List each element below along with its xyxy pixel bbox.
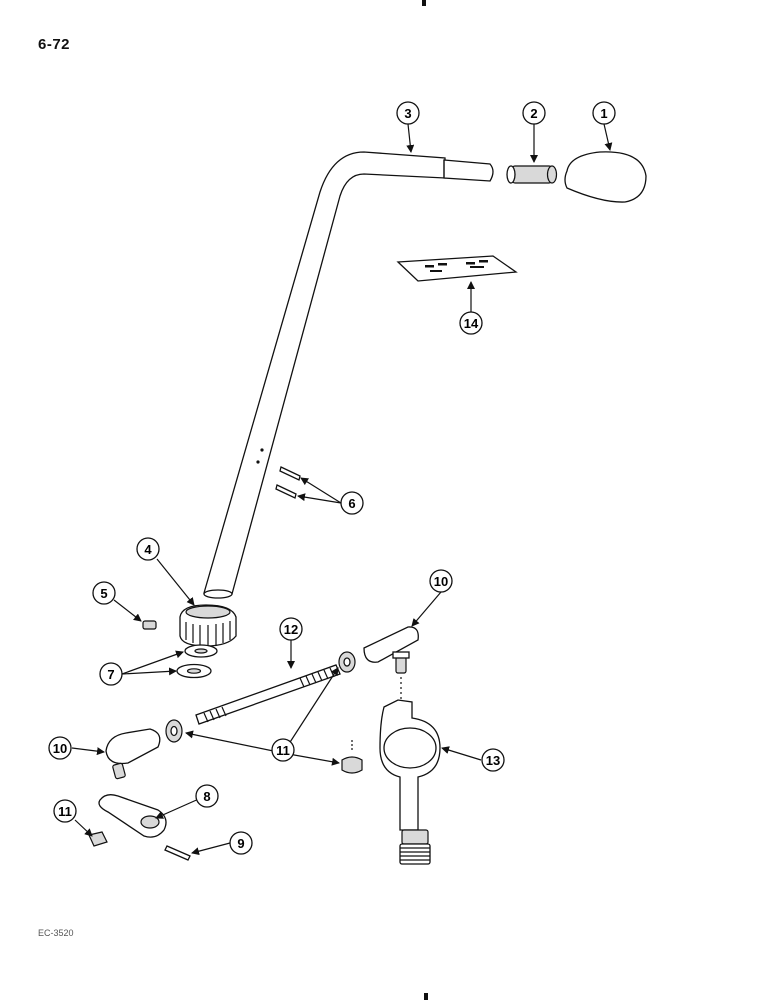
callout-9: 9 bbox=[229, 831, 253, 855]
lever-bushing bbox=[506, 165, 558, 184]
callout-5-label: 5 bbox=[100, 586, 107, 601]
callout-3: 3 bbox=[396, 101, 420, 125]
callout-6: 6 bbox=[340, 491, 364, 515]
nut-middle bbox=[341, 740, 363, 774]
washers bbox=[176, 644, 218, 679]
nut-lower bbox=[88, 831, 108, 847]
callout-1: 1 bbox=[592, 101, 616, 125]
callout-2-label: 2 bbox=[530, 106, 537, 121]
figure-code: EC-3520 bbox=[38, 928, 74, 938]
nut-left bbox=[165, 719, 183, 743]
callout-7: 7 bbox=[99, 662, 123, 686]
gear-knob bbox=[564, 151, 647, 203]
callout-1-label: 1 bbox=[600, 106, 607, 121]
callout-14-label: 14 bbox=[464, 316, 479, 331]
callout-11-lower-label: 11 bbox=[58, 804, 72, 819]
callout-2: 2 bbox=[522, 101, 546, 125]
callout-8: 8 bbox=[195, 784, 219, 808]
callout-11-center-label: 11 bbox=[276, 743, 290, 758]
callout-13-label: 13 bbox=[486, 753, 500, 768]
callout-6-label: 6 bbox=[348, 496, 355, 511]
callout-13: 13 bbox=[481, 748, 505, 772]
callout-11-center: 11 bbox=[271, 738, 295, 762]
selector-shaft bbox=[379, 699, 441, 865]
page-number: 6-72 bbox=[38, 36, 71, 53]
callout-4: 4 bbox=[136, 537, 160, 561]
callout-12: 12 bbox=[279, 617, 303, 641]
threaded-rod bbox=[195, 664, 341, 725]
selector-lever bbox=[98, 794, 167, 838]
lever-pin bbox=[164, 845, 191, 861]
callout-10-upper-label: 10 bbox=[434, 574, 448, 589]
callout-9-label: 9 bbox=[237, 836, 244, 851]
registration-mark-bottom bbox=[424, 993, 428, 1000]
shift-pattern-decal bbox=[396, 255, 518, 282]
callout-11-lower: 11 bbox=[53, 799, 77, 823]
callout-14: 14 bbox=[459, 311, 483, 335]
callout-3-label: 3 bbox=[404, 106, 411, 121]
roll-pins bbox=[275, 466, 301, 499]
gear-lever bbox=[203, 151, 494, 599]
callout-10-lower: 10 bbox=[48, 736, 72, 760]
gear-pattern-symbols bbox=[425, 260, 488, 272]
set-screw bbox=[142, 620, 157, 630]
leader-lines bbox=[71, 123, 613, 856]
callout-10-upper: 10 bbox=[429, 569, 453, 593]
callout-4-label: 4 bbox=[144, 542, 152, 557]
lever-boot-nut bbox=[179, 604, 237, 647]
callout-12-label: 12 bbox=[284, 622, 298, 637]
ball-joint-upper bbox=[363, 626, 419, 700]
callout-7-label: 7 bbox=[107, 667, 114, 682]
registration-mark-top bbox=[422, 0, 426, 6]
nut-upper bbox=[338, 651, 356, 673]
ball-joint-lower bbox=[105, 728, 161, 780]
callout-8-label: 8 bbox=[203, 789, 210, 804]
callout-10-lower-label: 10 bbox=[53, 741, 67, 756]
callout-5: 5 bbox=[92, 581, 116, 605]
